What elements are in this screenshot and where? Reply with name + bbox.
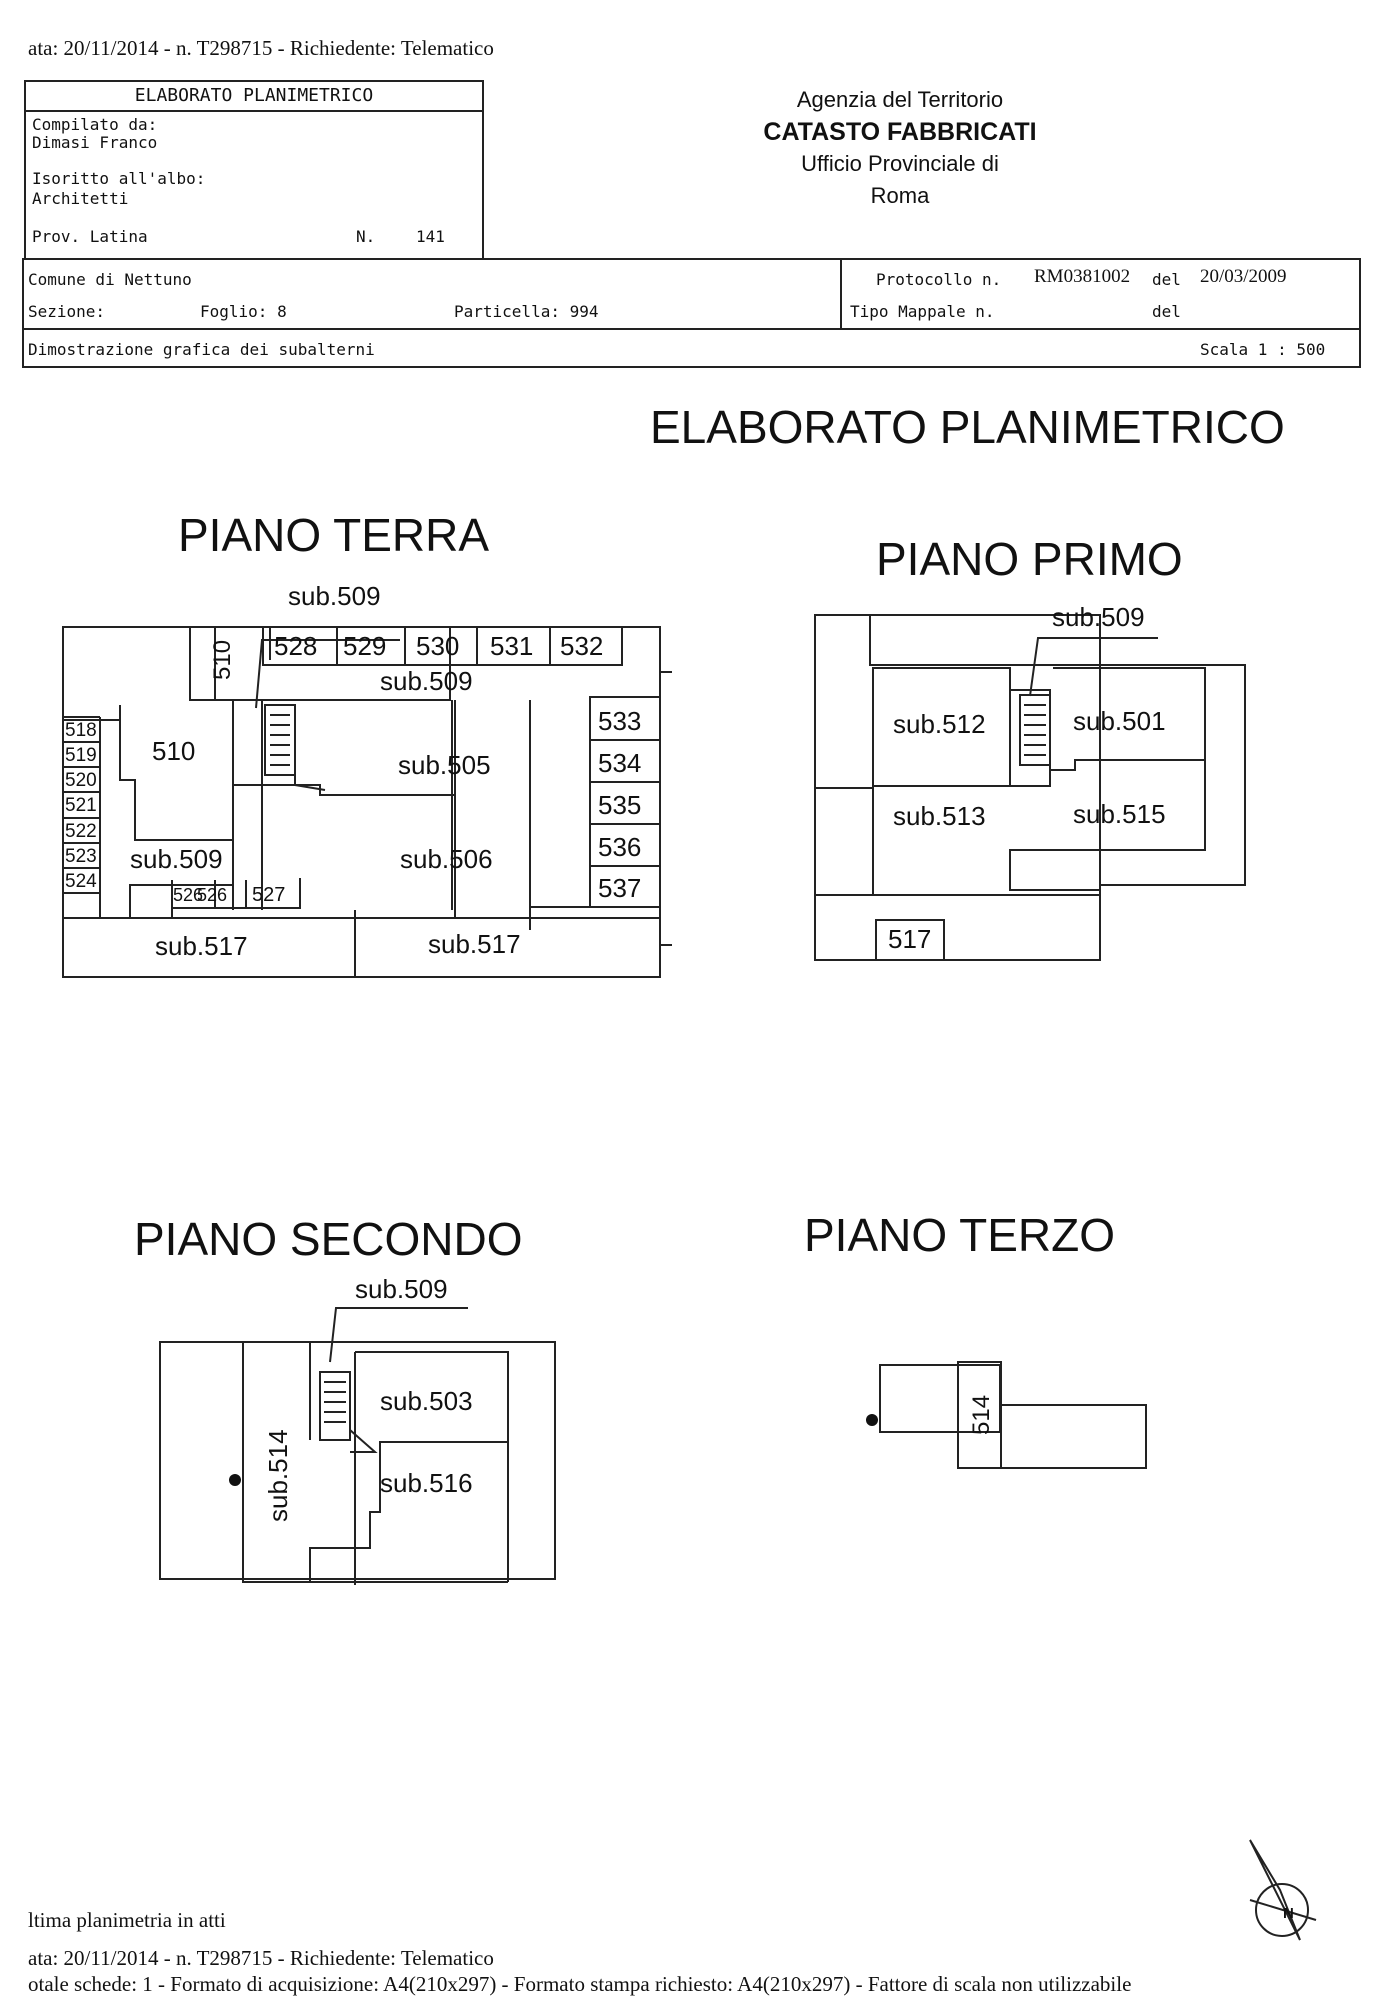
label-terra-17: 522 [65,821,97,842]
label-secondo-0: sub.509 [355,1274,448,1304]
label-terra-7: sub.509 [380,666,473,696]
label-terra-25: 526 [197,885,227,905]
label-terra-8: 533 [598,706,641,736]
document-title: ELABORATO PLANIMETRICO [650,401,1285,453]
compiler-info-box: ELABORATO PLANIMETRICO Compilato da: Dim… [24,80,484,258]
protocollo-value: RM0381002 [1034,266,1131,287]
particella-cell: Particella: 994 [454,302,599,321]
compilato-name: Dimasi Franco [32,133,158,152]
label-terra-15: 520 [65,770,97,791]
compass-letter: N [1283,1905,1294,1922]
label-terra-9: 534 [598,748,641,778]
iscritto-label: Isoritto all'albo: [32,169,206,188]
num-label: N. [356,227,376,246]
floor-title-terzo: PIANO TERZO [804,1209,1115,1261]
plan-piano-secondo [159,1307,556,1585]
agency-name: Agenzia del Territorio [796,87,1004,112]
label-terra-24: 526 [173,885,203,905]
label-secondo-1: sub.503 [380,1386,473,1416]
label-primo-3: sub.513 [893,801,986,831]
label-terra-28: sub.517 [428,929,521,959]
plan-piano-primo [814,614,1246,961]
protocollo-label: Protocollo n. [876,270,1002,289]
office-label: Ufficio Provinciale di [801,151,999,176]
label-terra-4: 531 [490,631,533,661]
floor-title-terra: PIANO TERRA [178,509,489,561]
floor-title-secondo: PIANO SECONDO [134,1213,523,1265]
foglio-cell: Foglio: 8 [200,302,287,321]
table-divider [840,260,842,328]
label-terra-12: 537 [598,873,641,903]
comune-cell: Comune di Nettuno [28,270,192,289]
plan-piano-terzo [879,1361,1147,1469]
num-value: 141 [416,227,445,246]
catasto-label: CATASTO FABBRICATI [763,118,1037,146]
sezione-cell: Sezione: [28,302,106,321]
label-terra-16: 521 [65,795,97,816]
label-terra-0: sub.509 [288,581,381,611]
label-primo-1: sub.512 [893,709,986,739]
label-terra-26: 527 [252,884,285,906]
footer-request-info: ata: 20/11/2014 - n. T298715 - Richieden… [28,1946,494,1970]
tipo-mappale-cell: Tipo Mappale n. [850,302,995,321]
label-terra-1: 528 [274,631,317,661]
label-terra-22: sub.509 [130,844,223,874]
plan-piano-terra [62,626,672,978]
label-terra-13: 518 [65,720,97,741]
request-info-header: ata: 20/11/2014 - n. T298715 - Richieden… [28,36,494,60]
iscritto-value: Architetti [32,189,129,208]
label-terra-27: sub.517 [155,931,248,961]
label-terra-21: sub.505 [398,750,491,780]
marker-dot [866,1414,878,1426]
box-title: ELABORATO PLANIMETRICO [26,82,482,112]
label-terra-19: 524 [65,871,97,892]
office-city: Roma [870,183,930,208]
footer-note: ltima planimetria in atti [28,1908,226,1932]
marker-dot [229,1474,241,1486]
del-label: del [1152,270,1181,289]
label-terra-2: 529 [343,631,386,661]
label-secondo-2: sub.514 [263,1429,293,1522]
label-terra-23: sub.506 [400,844,493,874]
label-terra-10: 535 [598,790,641,820]
compilato-label: Compilato da: [32,115,158,134]
label-terra-11: 536 [598,832,641,862]
label-terra-6: 510 [209,640,236,680]
label-terra-5: 532 [560,631,603,661]
scala-cell: Scala 1 : 500 [1200,340,1326,359]
label-primo-0: sub.509 [1052,602,1145,632]
dimostrazione-cell: Dimostrazione grafica dei subalterni [28,340,375,359]
label-terzo-0: 514 [968,1395,995,1435]
label-primo-4: sub.515 [1073,799,1166,829]
prov-value: Prov. Latina [32,227,148,246]
footer-format-info: otale schede: 1 - Formato di acquisizion… [28,1972,1132,1996]
label-terra-20: 510 [152,736,195,766]
label-primo-5: 517 [888,924,931,954]
north-arrow-icon [1249,1839,1317,1941]
agency-block: Agenzia del Territorio CATASTO FABBRICAT… [690,84,1110,212]
label-terra-18: 523 [65,846,97,867]
table-divider [24,328,1359,330]
label-primo-2: sub.501 [1073,706,1166,736]
del-label-2: del [1152,302,1181,321]
floor-title-primo: PIANO PRIMO [876,533,1183,585]
label-terra-14: 519 [65,745,97,766]
label-terra-3: 530 [416,631,459,661]
label-secondo-3: sub.516 [380,1468,473,1498]
protocollo-date: 20/03/2009 [1200,266,1287,287]
metadata-table: Comune di Nettuno Sezione: Foglio: 8 Par… [22,258,1361,368]
